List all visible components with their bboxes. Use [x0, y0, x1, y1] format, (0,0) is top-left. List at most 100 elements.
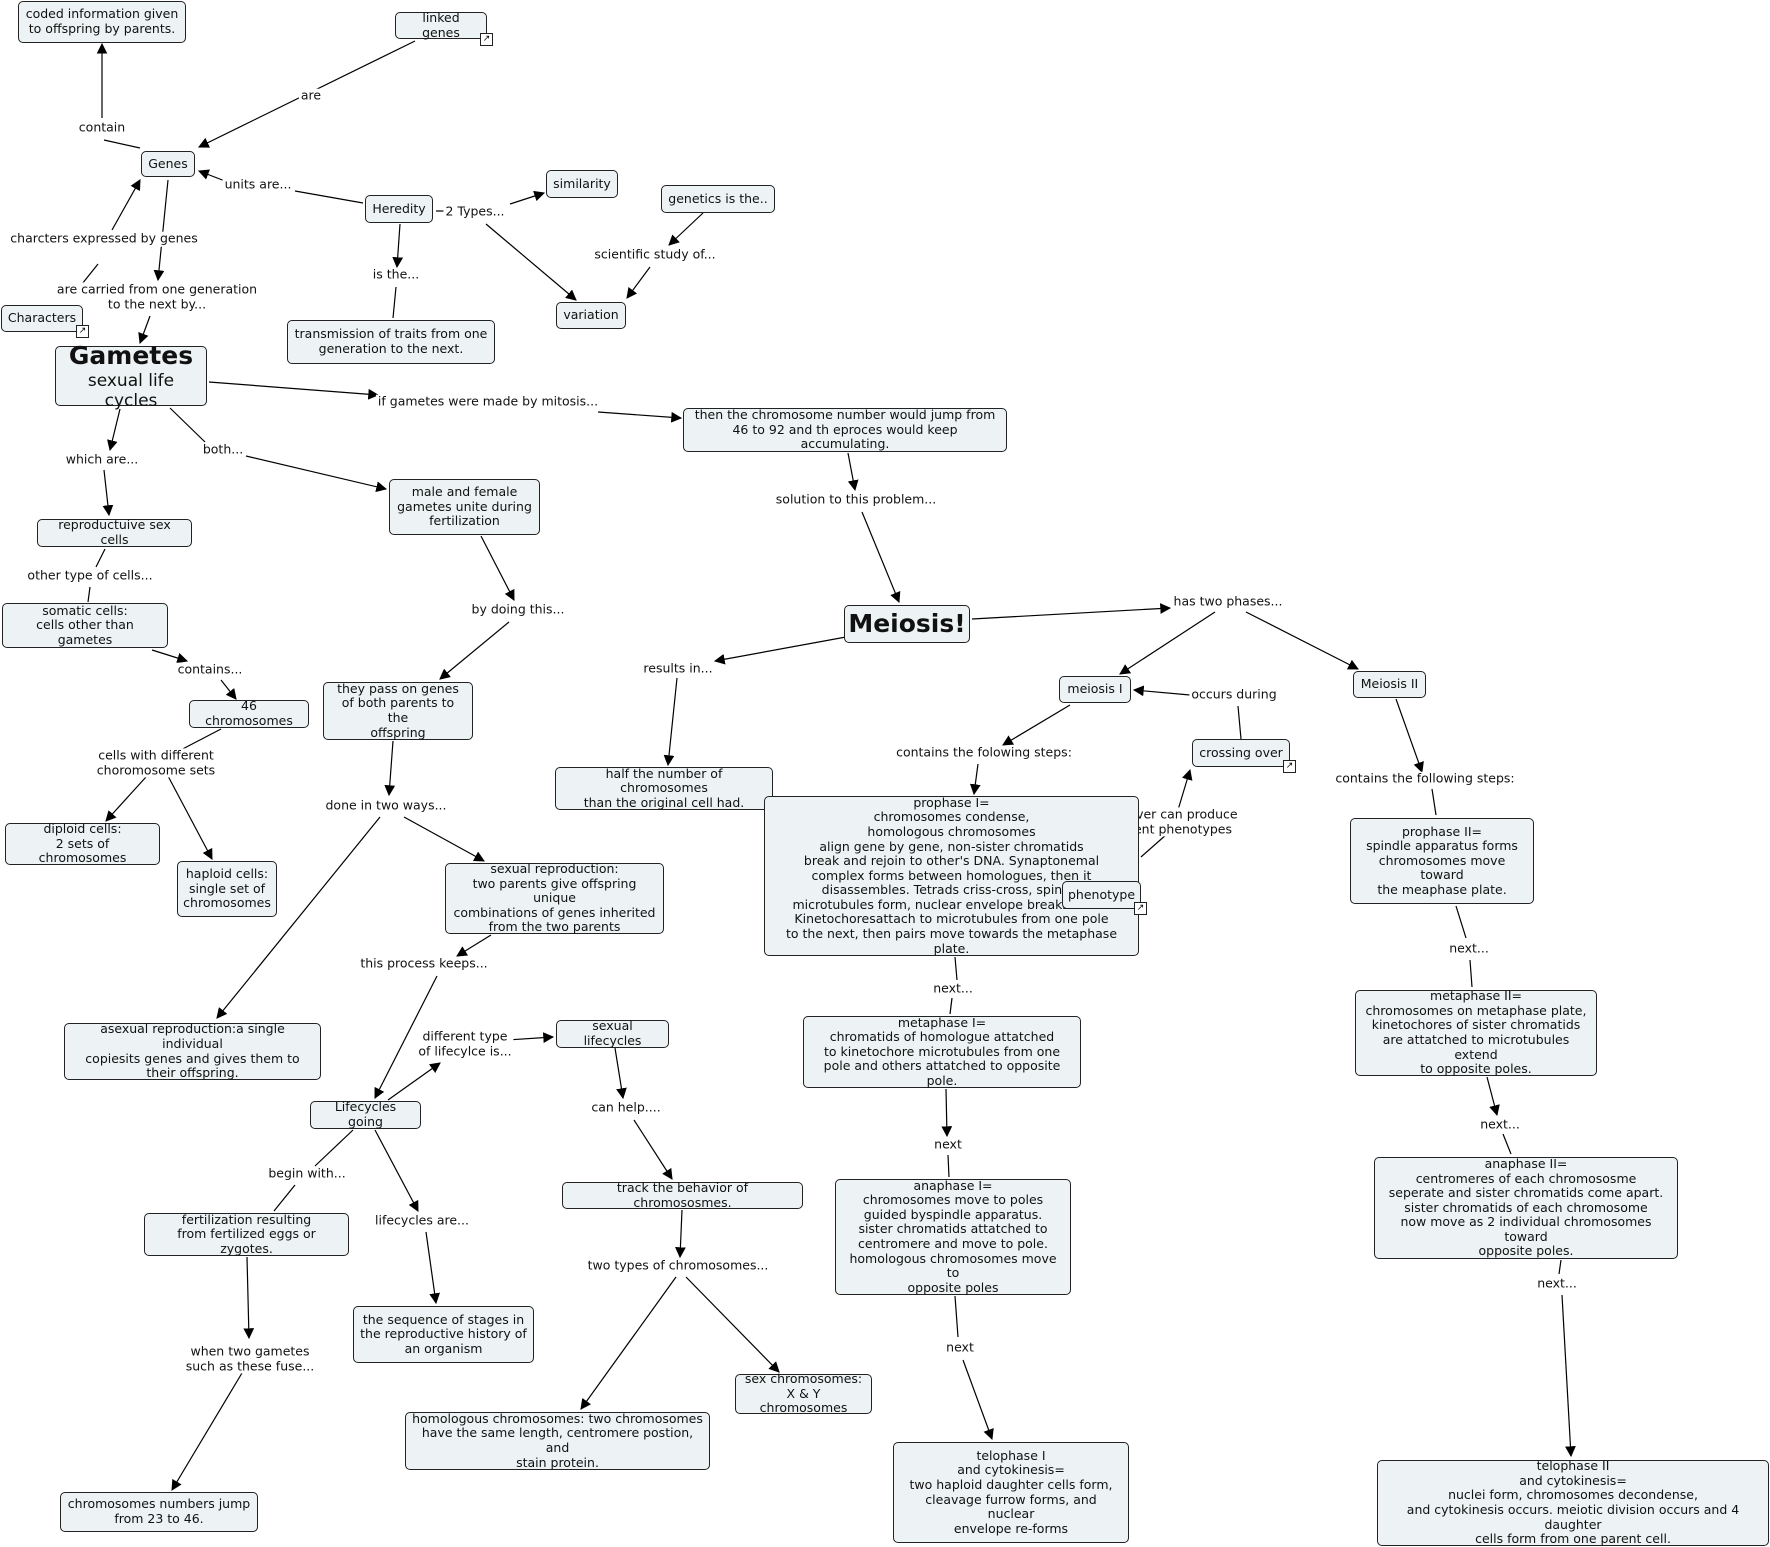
concept-genes[interactable]: Genes: [141, 151, 195, 177]
concept-diploid-cells[interactable]: diploid cells: 2 sets of chromosomes: [5, 821, 160, 865]
connector-line: [1119, 611, 1216, 675]
link-label-are: are: [298, 87, 324, 104]
gametes-title: Gametes: [68, 341, 194, 370]
connector-line: [374, 975, 438, 1099]
connector-line: [954, 1295, 959, 1338]
concept-46-chromosomes[interactable]: 46 chromosomes: [189, 699, 309, 728]
concept-anaphase-i[interactable]: anaphase I= chromosomes move to poles gu…: [835, 1178, 1071, 1295]
link-label-solution: solution to this problem...: [773, 491, 939, 508]
concept-prophase-ii[interactable]: prophase II= spindle apparatus forms chr…: [1350, 818, 1534, 904]
concept-somatic-cells[interactable]: somatic cells: cells other than gametes: [2, 603, 168, 648]
link-label-other-type: other type of cells...: [25, 567, 155, 584]
connector-line: [480, 535, 515, 601]
concept-haploid-cells[interactable]: haploid cells: single set of chromosomes: [177, 861, 277, 917]
link-label-occurs-during: occurs during: [1189, 686, 1279, 703]
concept-meiosis-i[interactable]: meiosis I: [1059, 676, 1131, 703]
concept-telophase-i[interactable]: telophase I and cytokinesis= two haploid…: [893, 1442, 1129, 1543]
concept-homologous-chromosomes[interactable]: homologous chromosomes: two chromosomes …: [405, 1411, 710, 1470]
concept-prophase-i[interactable]: prophase I= chromosomes condense, homolo…: [764, 795, 1139, 956]
link-label-two-types-chromosomes: two types of chromosomes...: [585, 1257, 771, 1274]
connector-line: [969, 763, 981, 796]
external-link-icon[interactable]: ↗: [76, 325, 89, 338]
concept-metaphase-ii[interactable]: metaphase II= chromosomes on metaphase p…: [1355, 988, 1597, 1076]
connector-line: [685, 1276, 780, 1373]
concept-meiosis-ii[interactable]: Meiosis II: [1353, 671, 1426, 698]
concept-asexual-reproduction[interactable]: asexual reproduction:a single individual…: [64, 1022, 321, 1080]
concept-heredity[interactable]: Heredity: [365, 195, 433, 223]
concept-reproductive-sex-cells[interactable]: reproductuive sex cells: [37, 518, 192, 547]
connector-line: [971, 603, 1172, 620]
connector-line: [663, 677, 678, 767]
connector-line: [1237, 705, 1242, 740]
connector-line: [1245, 611, 1359, 670]
connector-line: [1558, 1259, 1562, 1275]
link-label-cells-different: cells with different choromosome sets: [94, 747, 218, 778]
connector-line: [456, 934, 492, 957]
concept-metaphase-i[interactable]: metaphase I= chromatids of homologue att…: [803, 1015, 1081, 1088]
concept-sequence-of-stages[interactable]: the sequence of stages in the reproducti…: [353, 1306, 534, 1363]
concept-transmission[interactable]: transmission of traits from one generati…: [287, 320, 495, 364]
concept-half-chromosomes[interactable]: half the number of chromosomes than the …: [555, 766, 773, 810]
connector-line: [314, 1129, 354, 1167]
connector-line: [1002, 704, 1071, 746]
connector-line: [675, 1209, 686, 1259]
connector-line: [1486, 1076, 1500, 1117]
concept-coded-information[interactable]: coded information given to offspring by …: [18, 1, 186, 43]
concept-variation[interactable]: variation: [556, 302, 626, 329]
gametes-subtitle: sexual life cycles: [87, 371, 175, 411]
concept-crossing-over[interactable]: crossing over: [1192, 739, 1290, 767]
connector-line: [1455, 905, 1467, 939]
link-label-next: next...: [1447, 940, 1491, 957]
external-link-icon[interactable]: ↗: [1283, 760, 1296, 773]
concept-genetics[interactable]: genetics is the..: [661, 185, 775, 213]
connector-line: [392, 223, 404, 269]
connector-line: [439, 621, 510, 680]
concept-telophase-ii[interactable]: telophase II and cytokinesis= nuclei for…: [1377, 1458, 1769, 1546]
link-label-process-keeps: this process keeps...: [358, 955, 490, 972]
concept-sex-chromosomes[interactable]: sex chromosomes: X & Y chromosomes: [735, 1371, 872, 1415]
link-label-results-in: results in...: [641, 660, 715, 677]
link-label-different-type: different type of lifecylce is...: [416, 1028, 514, 1059]
concept-anaphase-ii[interactable]: anaphase II= centromeres of each chromos…: [1374, 1156, 1678, 1259]
concept-male-female-gametes[interactable]: male and female gametes unite during fer…: [389, 479, 540, 535]
concept-meiosis[interactable]: Meiosis!: [844, 605, 970, 643]
connector-line: [273, 1184, 296, 1212]
connector-line: [171, 1372, 243, 1491]
connector-line: [245, 455, 388, 493]
external-link-icon[interactable]: ↗: [480, 33, 493, 46]
concept-chromosome-jump[interactable]: then the chromosome number would jump fr…: [683, 407, 1007, 452]
concept-characters[interactable]: Characters: [1, 305, 83, 332]
connector-line: [392, 286, 397, 319]
connector-line: [633, 1119, 673, 1180]
concept-phenotype[interactable]: phenotype: [1062, 881, 1141, 909]
connector-line: [1561, 1294, 1576, 1458]
connector-line: [103, 139, 141, 149]
connector-line: [107, 408, 121, 452]
concept-track-behavior[interactable]: track the behavior of chromososmes.: [562, 1180, 803, 1209]
link-label-next: next: [944, 1339, 976, 1356]
concept-chromosomes-jump-23-46[interactable]: chromosomes numbers jump from 23 to 46.: [60, 1492, 258, 1532]
link-label-is-the: is the...: [370, 266, 422, 283]
concept-gametes[interactable]: Gametes sexual life cycles: [55, 341, 207, 411]
concept-fertilization[interactable]: fertilization resulting from fertilized …: [144, 1212, 349, 1256]
link-label-two-types: 2 Types...: [443, 203, 507, 220]
connector-line: [485, 223, 577, 301]
link-label-next: next: [932, 1136, 964, 1153]
concept-linked-genes[interactable]: linked genes: [395, 10, 487, 39]
connector-line: [1431, 788, 1437, 816]
external-link-icon[interactable]: ↗: [1134, 902, 1147, 915]
connector-line: [294, 190, 364, 204]
concept-pass-genes[interactable]: they pass on genes of both parents to th…: [323, 681, 473, 740]
concept-sexual-reproduction[interactable]: sexual reproduction: two parents give of…: [445, 861, 664, 934]
connector-line: [962, 1359, 994, 1441]
connector-line: [947, 1154, 950, 1178]
link-label-can-help: can help....: [589, 1099, 663, 1116]
connector-line: [87, 586, 91, 603]
connector-line: [138, 315, 151, 345]
connector-line: [941, 1088, 953, 1138]
concept-similarity[interactable]: similarity: [546, 170, 618, 198]
link-label-characters-expressed: charcters expressed by genes: [8, 230, 200, 247]
concept-lifecycles-going[interactable]: Lifecycles going: [310, 1100, 421, 1129]
connector-line: [1140, 833, 1168, 858]
concept-sexual-lifecycles[interactable]: sexual lifecycles: [556, 1019, 669, 1048]
